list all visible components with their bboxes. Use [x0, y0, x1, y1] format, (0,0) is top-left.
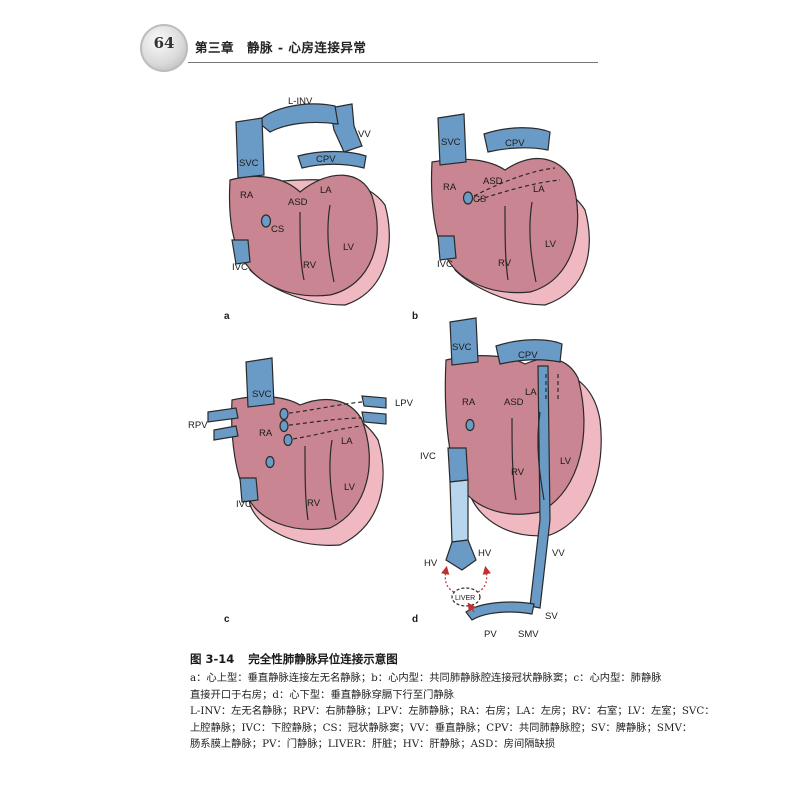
label-asd: ASD: [288, 197, 308, 208]
label-la: LA: [341, 436, 353, 447]
label-svc: SVC: [452, 342, 472, 353]
ivc-lower: [450, 480, 468, 542]
label-ra: RA: [240, 190, 254, 201]
label-vv: VV: [552, 548, 565, 559]
label-cpv: CPV: [518, 350, 538, 361]
label-ivc: IVC: [437, 259, 453, 270]
svc: [236, 118, 264, 178]
label-lv: LV: [344, 482, 356, 493]
label-lv: LV: [545, 239, 557, 250]
caption-line: 上腔静脉；IVC：下腔静脉；CS：冠状静脉窦；VV：垂直静脉；CPV：共同肺静脉…: [190, 720, 610, 737]
cs-orifice: [262, 215, 271, 227]
label-rpv: RPV: [188, 420, 208, 431]
panel-letter-c: c: [224, 614, 230, 625]
label-cpv: CPV: [316, 154, 336, 165]
pv-orifice-1: [280, 409, 288, 420]
label-asd: ASD: [483, 176, 503, 187]
label-l-inv: L-INV: [288, 96, 313, 107]
flow-arrow-left: [445, 570, 454, 592]
caption-title-row: 图 3-14 完全性肺静脉异位连接示意图: [190, 651, 610, 667]
pv-orifice-3: [284, 435, 292, 446]
label-rv: RV: [498, 258, 512, 269]
lpv-upper: [362, 396, 386, 408]
label-cpv: CPV: [505, 138, 525, 149]
panel-letter-a: a: [224, 311, 230, 322]
label-rv: RV: [303, 260, 317, 271]
panel-letter-d: d: [412, 614, 418, 625]
label-liver: LIVER: [455, 595, 475, 602]
label-pv: PV: [484, 629, 497, 640]
label-svc: SVC: [252, 389, 272, 400]
figure-number: 图 3-14: [190, 652, 234, 666]
label-cs: CS: [271, 224, 284, 235]
cs-orifice: [464, 192, 473, 204]
panel-letter-b: b: [412, 311, 418, 322]
portal-vein: [466, 602, 534, 620]
label-asd: ASD: [504, 397, 524, 408]
label-la: LA: [525, 387, 537, 398]
label-smv: SMV: [518, 629, 539, 640]
label-lv: LV: [343, 242, 355, 253]
ivc-orifice: [266, 457, 274, 468]
label-svc: SVC: [441, 137, 461, 148]
ivc: [438, 236, 456, 260]
hepatic-vein-confluence: [446, 540, 476, 570]
pv-orifice-2: [280, 421, 288, 432]
figure-caption: 图 3-14 完全性肺静脉异位连接示意图 a：心上型：垂直静脉连接左无名静脉；b：…: [190, 651, 610, 753]
caption-line: L-INV：左无名静脉；RPV：右肺静脉；LPV：左肺静脉；RA：右房；LA：左…: [190, 703, 610, 720]
label-vv: VV: [358, 129, 371, 140]
caption-line: 肠系膜上静脉；PV：门静脉；LIVER：肝脏；HV：肝静脉；ASD：房间隔缺损: [190, 736, 610, 753]
label-ivc: IVC: [236, 499, 252, 510]
caption-line: a：心上型：垂直静脉连接左无名静脉；b：心内型：共同肺静脉腔连接冠状静脉窦；c：…: [190, 670, 610, 687]
label-rv: RV: [307, 498, 321, 509]
label-ra: RA: [259, 428, 273, 439]
label-la: LA: [533, 184, 545, 195]
caption-line: 直接开口于右房；d：心下型：垂直静脉穿膈下行至门静脉: [190, 687, 610, 704]
label-svc: SVC: [239, 158, 259, 169]
label-hv-left: HV: [424, 558, 438, 569]
figure-title: 完全性肺静脉异位连接示意图: [248, 652, 398, 666]
label-ivc: IVC: [420, 451, 436, 462]
label-la: LA: [320, 185, 332, 196]
panel-c: [208, 358, 386, 545]
flow-arrow-right: [478, 570, 487, 592]
label-ivc: IVC: [232, 262, 248, 273]
label-ra: RA: [462, 397, 476, 408]
label-sv: SV: [545, 611, 558, 622]
ivc: [232, 240, 250, 264]
label-cs: CS: [473, 194, 486, 205]
ivc-orifice: [466, 420, 474, 431]
label-rv: RV: [511, 467, 525, 478]
label-hv-right: HV: [478, 548, 492, 559]
ivc-upper: [448, 448, 468, 482]
left-innominate-vein: [258, 104, 338, 132]
label-lv: LV: [560, 456, 572, 467]
label-ra: RA: [443, 182, 457, 193]
lpv-lower: [362, 412, 386, 424]
label-lpv: LPV: [395, 398, 414, 409]
